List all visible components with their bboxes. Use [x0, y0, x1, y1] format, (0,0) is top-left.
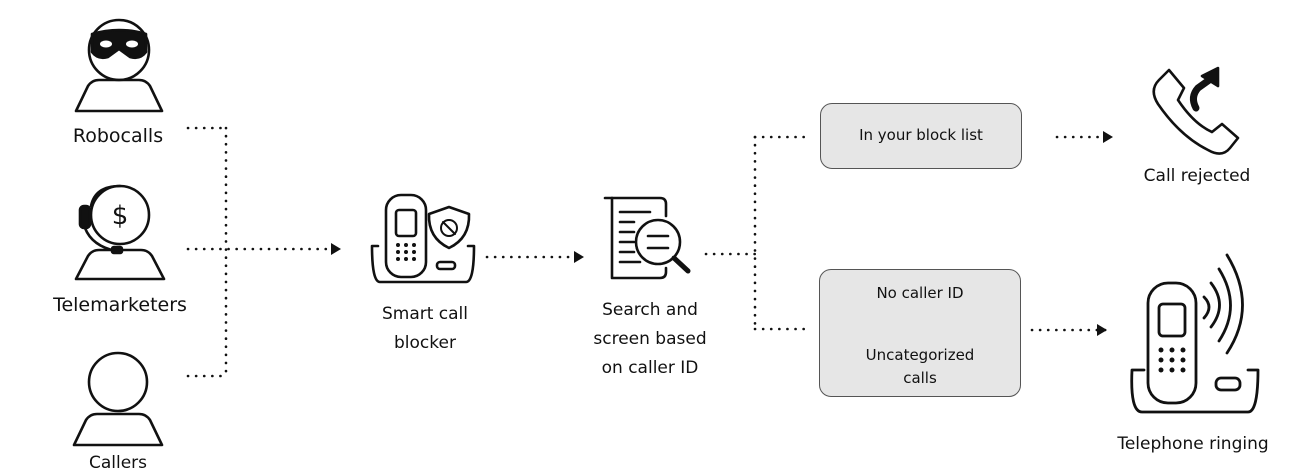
person-icon [72, 351, 164, 447]
keypad-dots [396, 243, 416, 261]
masked-person-icon [74, 18, 164, 113]
screen-label-line2: screen based [593, 329, 707, 349]
blocker-label-line2: blocker [394, 333, 456, 353]
block-list-label: In your block list [859, 126, 983, 144]
screen-label-line1: Search and [602, 300, 698, 320]
no-caller-id-label: No caller ID [876, 284, 964, 302]
handset-rejected-arrow-icon [1152, 66, 1240, 155]
dollar-sign: $ [112, 201, 129, 231]
uncategorized-label-line1: Uncategorized [865, 346, 975, 364]
cordless-phone-shield-icon [370, 193, 476, 284]
telephone-ringing-label: Telephone ringing [1117, 434, 1269, 454]
blocker-label-line1: Smart call [381, 304, 469, 324]
call-rejected-label: Call rejected [1143, 166, 1251, 186]
robocalls-label: Robocalls [72, 125, 164, 147]
headset-dollar-person-icon [74, 184, 166, 281]
screen-label-line3: on caller ID [601, 358, 699, 378]
telemarketers-label: Telemarketers [53, 294, 187, 316]
ringing-cordless-phone-icon [1130, 253, 1260, 414]
unknown-caller-box: No caller ID Uncategorized calls [819, 269, 1021, 397]
callers-label: Callers [88, 453, 148, 473]
ringing-keypad-dots [1158, 347, 1186, 373]
block-list-box: In your block list [820, 103, 1022, 169]
uncategorized-label-line2: calls [903, 369, 937, 387]
document-magnifier-icon [603, 196, 691, 280]
